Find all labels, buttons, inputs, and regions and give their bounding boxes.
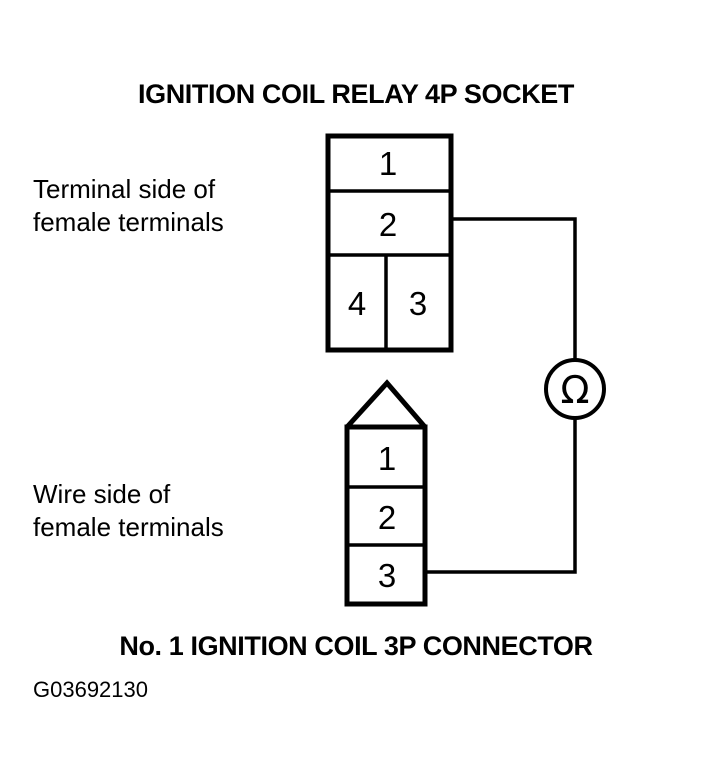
relay-4p-pin-1-label: 1 — [379, 145, 397, 182]
terminal-side-label: Terminal side of female terminals — [33, 174, 224, 237]
wire-relay-pin2-to-meter — [449, 217, 577, 362]
coil-3p-pin-1-label: 1 — [378, 440, 396, 477]
wire-meter-to-coil-pin3 — [423, 416, 577, 574]
diagram-title: IGNITION COIL RELAY 4P SOCKET — [138, 79, 575, 109]
terminal-side-label-line2: female terminals — [33, 207, 224, 237]
coil-3p-pin-2-label: 2 — [378, 499, 396, 536]
wire-side-label-line1: Wire side of — [33, 479, 171, 509]
relay-4p-pin-4-label: 4 — [348, 285, 366, 322]
terminal-side-label-line1: Terminal side of — [33, 174, 216, 204]
relay-4p-socket: 1 2 4 3 — [325, 133, 454, 353]
coil-3p-connector-outline — [344, 424, 428, 607]
coil-3p-pin-3-label: 3 — [378, 557, 396, 594]
ohmmeter: Ω — [544, 358, 606, 420]
ohms-icon: Ω — [560, 368, 589, 412]
relay-4p-socket-outline — [325, 133, 454, 353]
diagram-bottom-title: No. 1 IGNITION COIL 3P CONNECTOR — [119, 631, 592, 661]
figure-code: G03692130 — [33, 677, 148, 702]
coil-3p-connector: 1 2 3 — [344, 379, 428, 607]
relay-4p-pin-2-label: 2 — [379, 206, 397, 243]
wire-side-label: Wire side of female terminals — [33, 479, 224, 542]
coil-3p-pointed-top — [345, 379, 427, 429]
ohmmeter-circle — [544, 358, 606, 420]
relay-4p-pin-3-label: 3 — [409, 285, 427, 322]
wire-side-label-line2: female terminals — [33, 512, 224, 542]
